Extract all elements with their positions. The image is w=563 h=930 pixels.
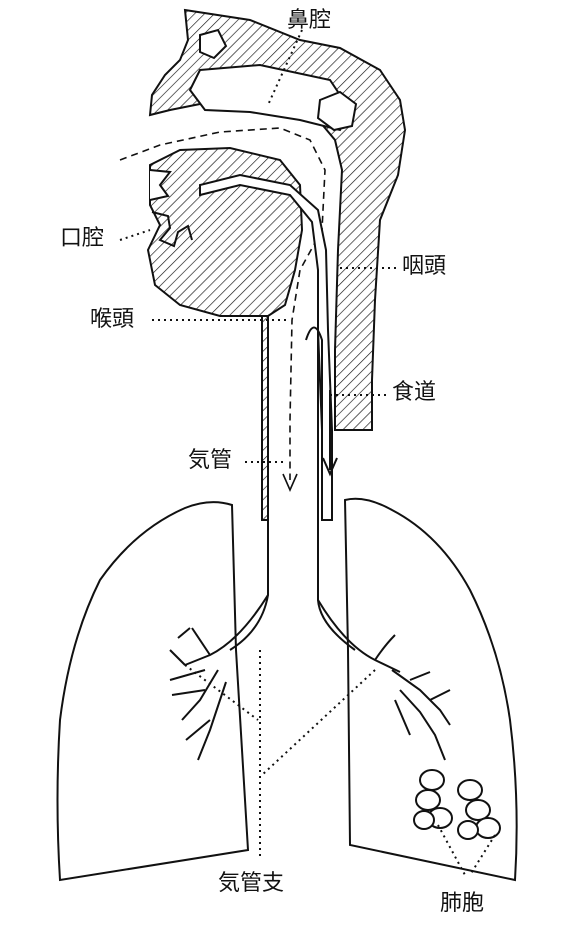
label-pharynx: 咽頭 — [402, 256, 446, 278]
label-trachea: 気管 — [188, 450, 232, 472]
label-oral-cavity: 口腔 — [60, 228, 104, 250]
left-bronchi — [170, 595, 268, 760]
label-esophagus: 食道 — [392, 382, 436, 404]
right-bronchi — [318, 600, 450, 760]
label-alveoli: 肺胞 — [440, 893, 484, 915]
label-larynx: 喉頭 — [90, 309, 134, 331]
label-bronchi: 気管支 — [218, 873, 284, 895]
alveoli-clusters — [414, 770, 500, 839]
label-nasal-cavity: 鼻腔 — [287, 10, 331, 32]
